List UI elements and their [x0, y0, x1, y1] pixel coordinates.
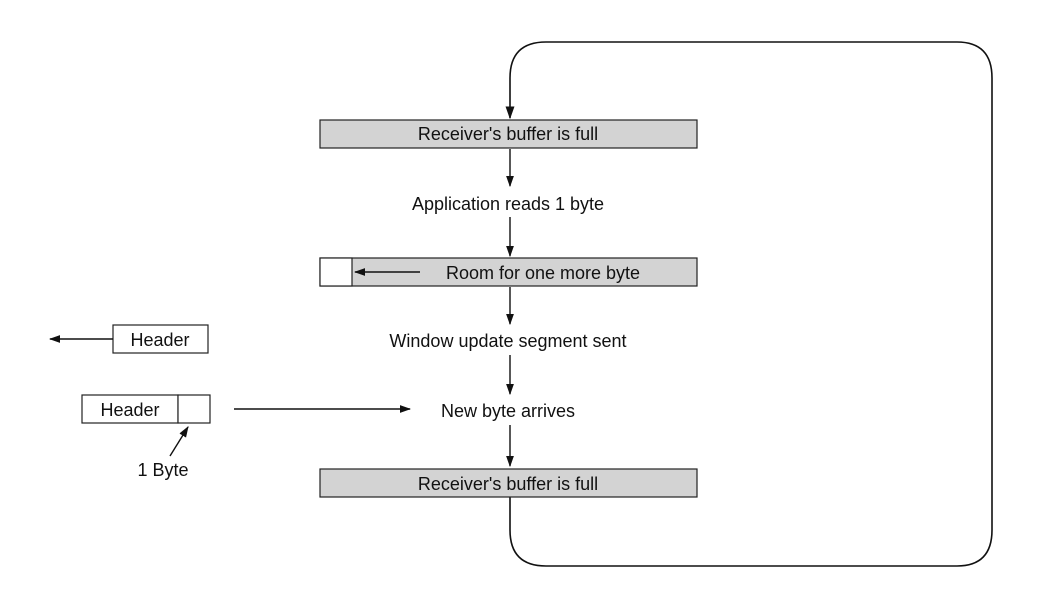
update-segment-header-label: Header: [130, 330, 189, 350]
state-label-buffer-full-bottom: Receiver's buffer is full: [418, 474, 598, 494]
step-label-app-reads: Application reads 1 byte: [412, 194, 604, 214]
step-label-new-byte: New byte arrives: [441, 401, 575, 421]
step-label-window-update: Window update segment sent: [389, 331, 626, 351]
state-label-room-one-byte: Room for one more byte: [446, 263, 640, 283]
state-box-buffer-full-bottom: [319, 468, 698, 498]
data-segment-header-label: Header: [100, 400, 159, 420]
one-byte-label: 1 Byte: [137, 460, 188, 480]
data-segment-header-box: [81, 394, 179, 424]
feedback-loop-line: [505, 41, 993, 567]
free-byte-slot: [319, 257, 353, 287]
state-box-buffer-full-top: [319, 119, 698, 149]
one-byte-pointer-arrow: [169, 426, 189, 457]
data-segment-byte-box: [177, 394, 211, 424]
state-label-buffer-full-top: Receiver's buffer is full: [418, 124, 598, 144]
update-segment-header-box: [112, 324, 209, 354]
